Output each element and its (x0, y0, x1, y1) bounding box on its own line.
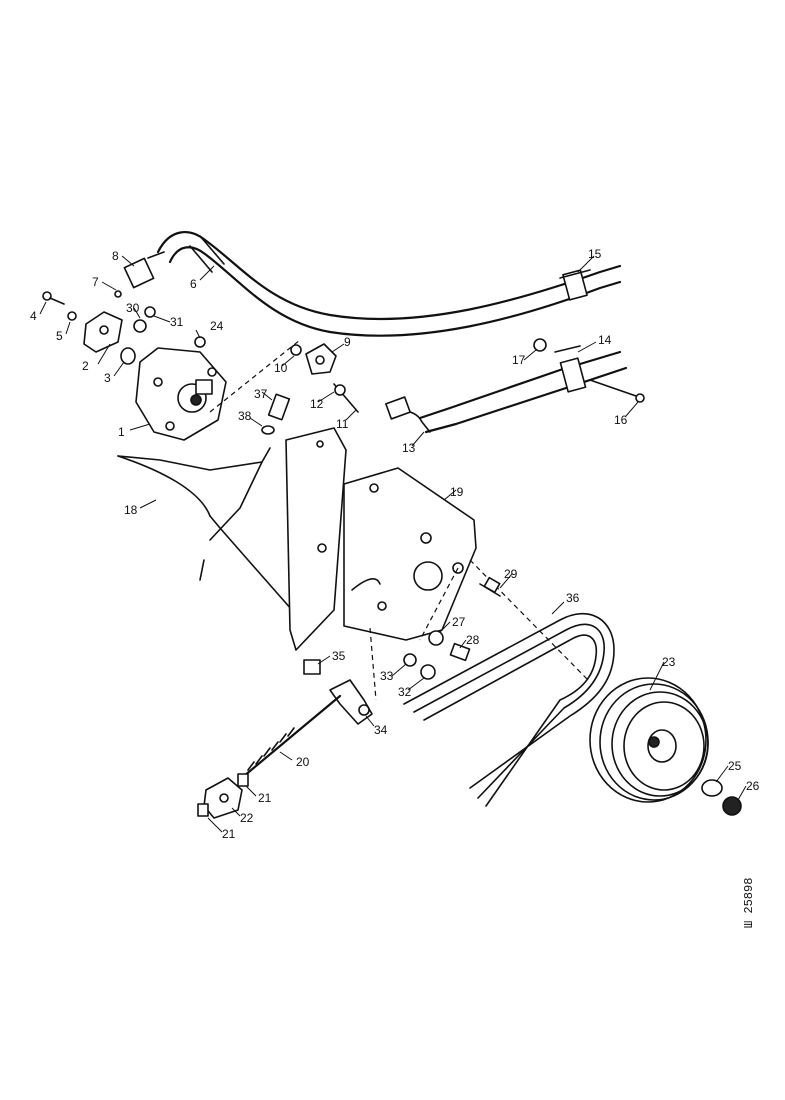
callout-15: 15 (588, 247, 602, 261)
nut-21-upper (237, 773, 249, 787)
washer-10 (290, 344, 302, 356)
callout-32: 32 (398, 685, 412, 699)
callout-10: 10 (274, 361, 288, 375)
callout-7: 7 (92, 275, 99, 289)
plate-axis-line (419, 567, 459, 641)
callout-18: 18 (124, 503, 138, 517)
washer-38 (261, 425, 275, 435)
tension-rod-20 (242, 694, 342, 778)
callout-5: 5 (56, 329, 63, 343)
callout-38: 38 (238, 409, 252, 423)
pipe-clamp-14 (554, 345, 587, 393)
callout-29: 29 (504, 567, 518, 581)
assembly-axis-line (209, 339, 301, 413)
fitting-9 (305, 343, 337, 375)
pump-1 (135, 347, 227, 441)
nut-32 (420, 664, 436, 680)
callout-30: 30 (126, 301, 140, 315)
nut-26 (722, 796, 742, 816)
callout-26: 26 (746, 779, 760, 793)
callout-21-upper: 21 (258, 791, 272, 805)
callout-37: 37 (254, 387, 268, 401)
hose-clamp-15 (559, 269, 591, 301)
pulley-23 (589, 677, 709, 803)
washer-7 (114, 290, 122, 298)
bolt-28 (449, 642, 471, 662)
drawing-reference-number: Ш 25898 (742, 878, 756, 928)
bracket-18 (117, 447, 293, 611)
washer-25 (701, 779, 723, 797)
callout-24: 24 (210, 319, 224, 333)
nut-21-lower (197, 803, 209, 817)
washer-5 (67, 311, 77, 321)
callout-19: 19 (450, 485, 464, 499)
callout-14: 14 (598, 333, 612, 347)
callout-36: 36 (566, 591, 580, 605)
callout-33: 33 (380, 669, 394, 683)
callout-35: 35 (332, 649, 346, 663)
leader-lines (39, 255, 747, 833)
support-plate (285, 427, 347, 651)
callout-28: 28 (466, 633, 480, 647)
tension-link-34 (329, 679, 373, 725)
washer-3 (120, 347, 136, 365)
callout-1: 1 (118, 425, 125, 439)
callout-3: 3 (104, 371, 111, 385)
bolt-37 (267, 393, 291, 421)
callout-11: 11 (336, 417, 349, 431)
callout-17: 17 (512, 353, 526, 367)
nut-30-31 (133, 306, 156, 333)
nut-27 (428, 630, 444, 646)
callout-8: 8 (112, 249, 119, 263)
bolt-29 (479, 576, 501, 597)
callout-25: 25 (728, 759, 742, 773)
callout-34: 34 (374, 723, 388, 737)
callout-4: 4 (30, 309, 37, 323)
bolt-35 (303, 659, 321, 675)
callout-20: 20 (296, 755, 310, 769)
bolt-4 (42, 291, 65, 305)
nut-17 (533, 338, 547, 352)
callout-23: 23 (662, 655, 676, 669)
washer-12 (334, 384, 346, 396)
callout-21-lower: 21 (222, 827, 236, 841)
callout-12: 12 (310, 397, 324, 411)
nut-24 (194, 336, 206, 348)
callout-13: 13 (402, 441, 416, 455)
washer-33 (403, 653, 417, 667)
callout-labels: 1 2 3 4 5 6 7 8 9 10 11 12 13 14 15 16 1… (30, 247, 760, 841)
lower-pipe (385, 350, 628, 434)
v-belt-36 (403, 612, 615, 807)
plate-19 (343, 467, 477, 641)
bracket-axis-line (369, 627, 377, 701)
callout-22: 22 (240, 811, 254, 825)
valve-block-2 (83, 311, 123, 353)
bolt-16 (589, 379, 645, 403)
callout-2: 2 (82, 359, 89, 373)
callout-9: 9 (344, 335, 351, 349)
callout-31: 31 (170, 315, 184, 329)
callout-27: 27 (452, 615, 466, 629)
upper-hose (156, 231, 622, 337)
fitting-8 (123, 251, 165, 289)
callout-6: 6 (190, 277, 197, 291)
callout-16: 16 (614, 413, 628, 427)
